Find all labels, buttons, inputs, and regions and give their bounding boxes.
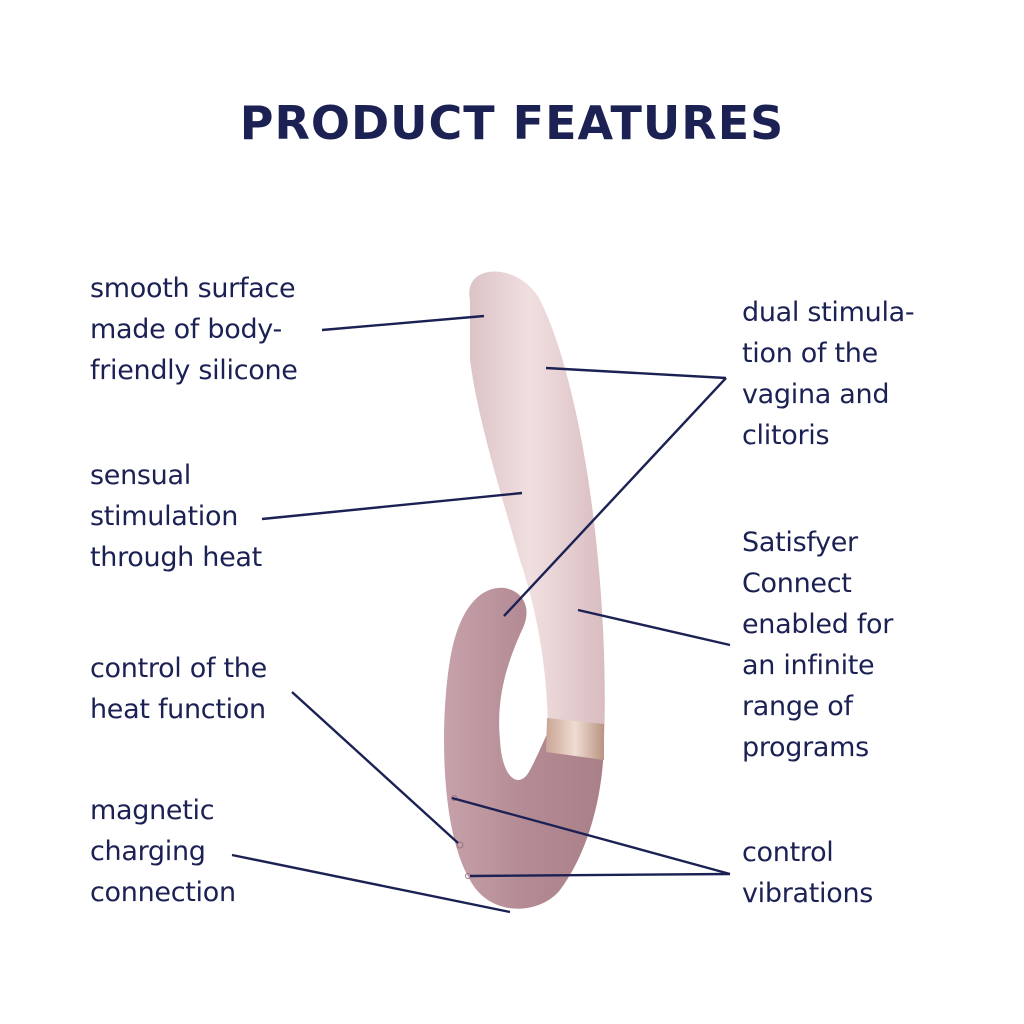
callout-dual-stimulation: dual stimula- tion of the vagina and cli… (742, 297, 915, 451)
device-shaft (469, 271, 605, 740)
callout-app-connect: Satisfyer Connect enabled for an infinit… (742, 527, 894, 763)
heat-button-icon (456, 841, 464, 849)
callout-charging: magnetic charging connection (90, 795, 236, 908)
device-band (546, 718, 604, 760)
callout-vibration-control: control vibrations (742, 837, 874, 909)
leader-lines (231, 314, 731, 914)
callout-silicone: smooth surface made of body- friendly si… (90, 273, 298, 386)
callout-heat: sensual stimulation through heat (90, 460, 262, 573)
callout-heat-control: control of the heat function (90, 653, 267, 725)
page-title: PRODUCT FEATURES (239, 96, 785, 150)
